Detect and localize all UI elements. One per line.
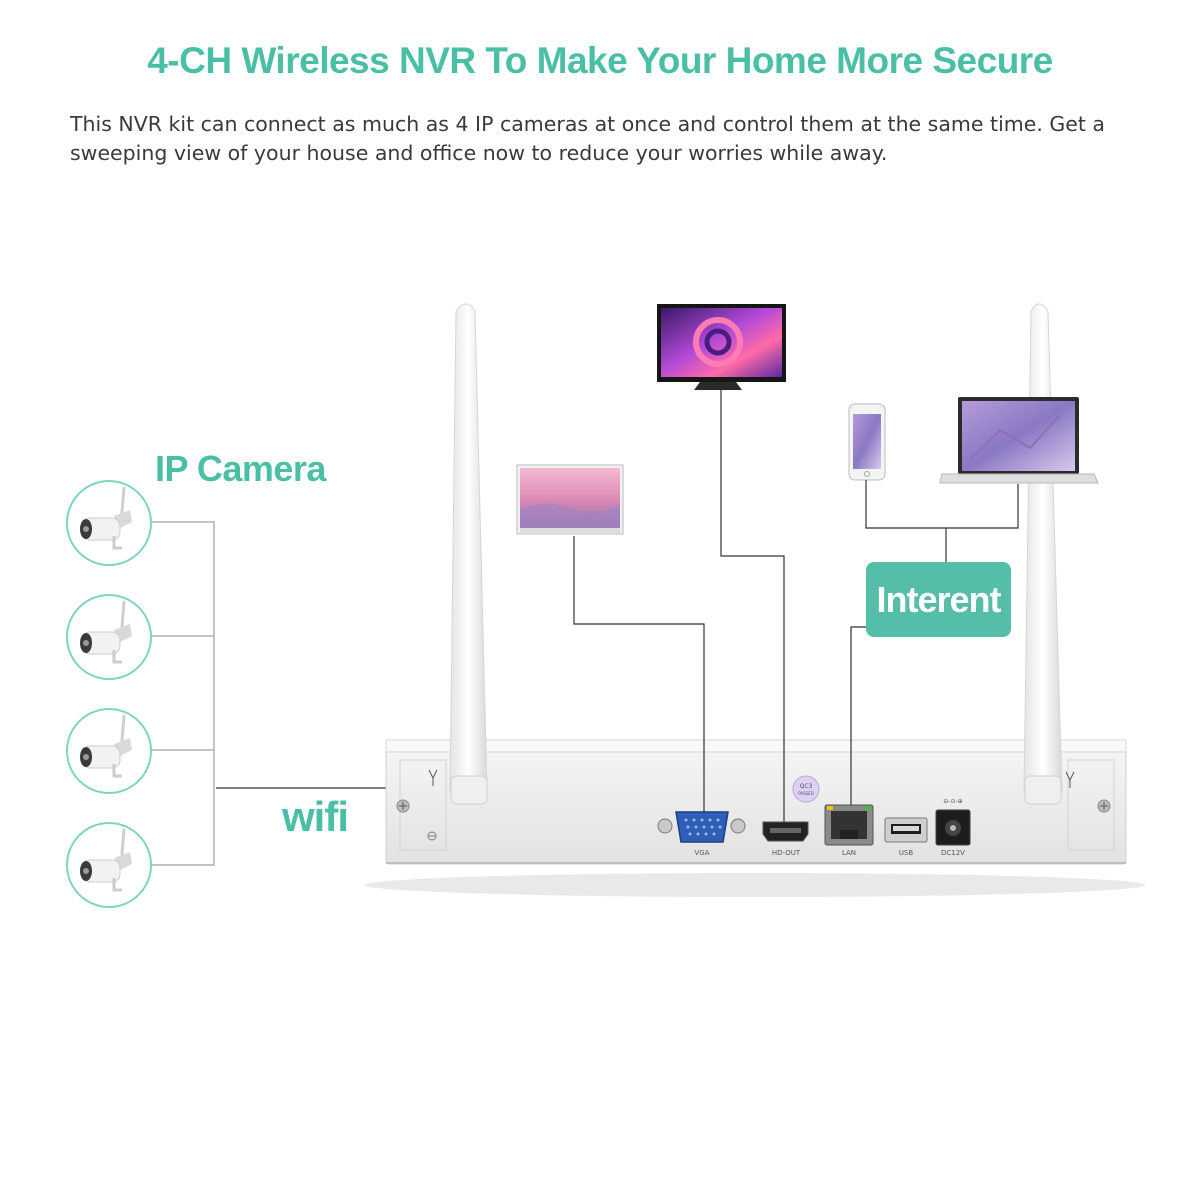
camera-icon — [65, 479, 153, 567]
hdmi-port-label: HD-OUT — [771, 849, 801, 857]
camera-icon — [65, 593, 153, 681]
camera-icon — [65, 707, 153, 795]
wifi-symbol-icon — [428, 769, 438, 786]
laptop-icon — [939, 397, 1099, 484]
vga-port — [657, 811, 746, 843]
svg-text:⊖-⊙-⊕: ⊖-⊙-⊕ — [943, 798, 962, 805]
vga-port-label: VGA — [694, 849, 710, 857]
ip-camera-label: IP Camera — [155, 448, 326, 489]
internet-badge: Interent — [866, 562, 1011, 637]
internet-label: Interent — [876, 578, 1001, 620]
svg-text:PASSED: PASSED — [798, 791, 814, 796]
nvr-shadow — [365, 873, 1145, 897]
device-cables — [573, 390, 1019, 822]
ground-icon — [427, 831, 437, 841]
qc-passed-sticker: QC3 PASSED — [792, 775, 820, 803]
nvr-recorder — [385, 739, 1127, 865]
screw-icon — [396, 799, 410, 813]
monitor-icon — [657, 304, 786, 390]
camera-icon — [65, 821, 153, 909]
wifi-label: wifi — [282, 793, 349, 840]
monitor-icon — [516, 464, 624, 535]
page-title: 4-CH Wireless NVR To Make Your Home More… — [147, 40, 1053, 81]
usb-port — [884, 817, 928, 843]
lan-port-label: LAN — [841, 849, 857, 857]
hdmi-port — [762, 821, 809, 842]
antenna-icon — [1023, 303, 1063, 805]
intro-text: This NVR kit can connect as much as 4 IP… — [70, 112, 1105, 165]
usb-port-label: USB — [898, 849, 914, 857]
svg-text:QC3: QC3 — [800, 783, 813, 790]
dc-port-label: DC12V — [941, 849, 965, 857]
dc-power-port: ⊖-⊙-⊕ — [935, 798, 971, 846]
camera-wiring — [152, 521, 215, 866]
phone-icon — [848, 403, 886, 481]
screw-icon — [1097, 799, 1111, 813]
wifi-symbol-icon — [1065, 771, 1075, 788]
antenna-icon — [449, 303, 488, 805]
lan-port — [824, 804, 874, 846]
